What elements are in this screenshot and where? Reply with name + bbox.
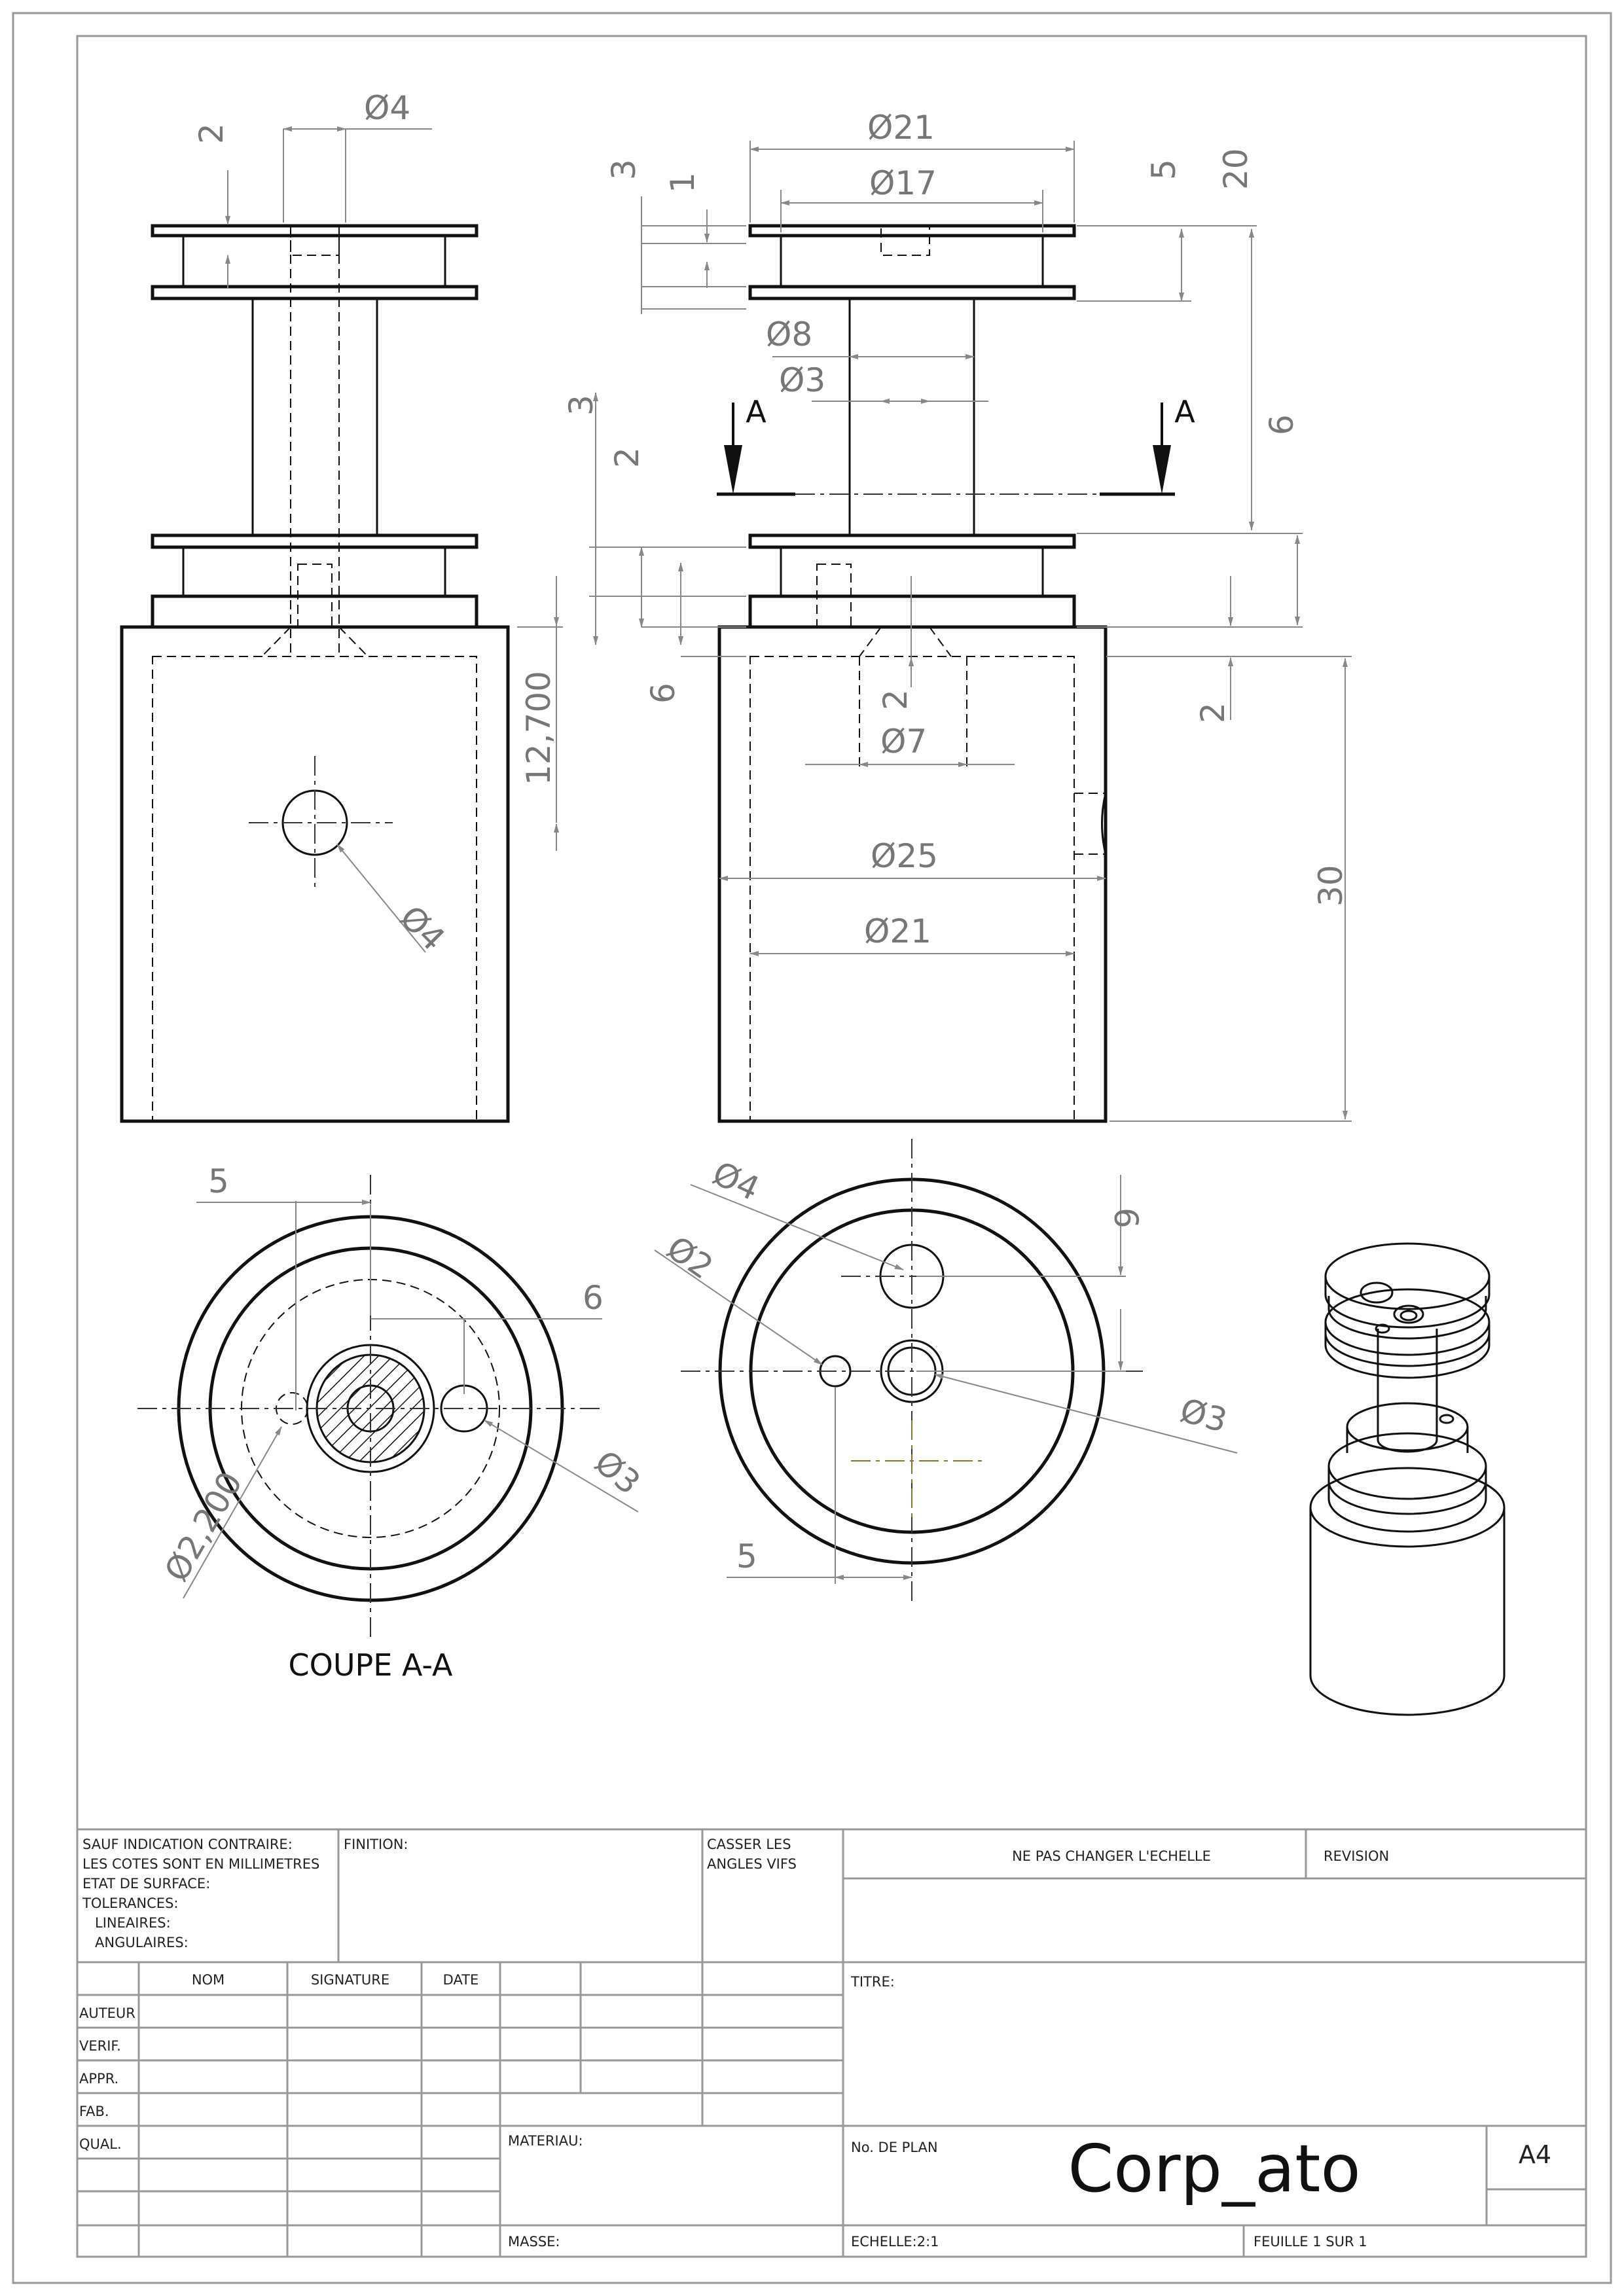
tb-row-verif: VERIF.: [79, 2038, 121, 2054]
section-hatch-line: [332, 1355, 424, 1462]
section-hatch-line: [361, 1355, 424, 1462]
tb-notes-5: LINEAIRES:: [95, 1915, 171, 1931]
section-hatch-line: [317, 1355, 378, 1462]
section-label: COUPE A-A: [289, 1647, 453, 1683]
tb-notes-3: ETAT DE SURFACE:: [82, 1876, 210, 1892]
dim-section-5: 5: [208, 1162, 229, 1200]
tb-echelle: ECHELLE:2:1: [851, 2234, 939, 2250]
bottom-view: [654, 1139, 1238, 1604]
dim-outer-flange-dia: Ø21: [867, 109, 935, 147]
tb-col-signature: SIGNATURE: [311, 1972, 389, 1988]
section-marker-a-left: A: [746, 394, 767, 429]
tb-notes-1: SAUF INDICATION CONTRAIRE:: [82, 1837, 293, 1852]
tb-finition: FINITION:: [344, 1837, 408, 1852]
dim-6-left: 6: [644, 683, 682, 704]
isometric-view: [1309, 1242, 1506, 1716]
front-view-right: [589, 141, 1352, 1123]
dim-bottom-dia3: Ø3: [1176, 1391, 1231, 1440]
tb-scale-warning: NE PAS CHANGER L'ECHELLE: [1012, 1848, 1211, 1864]
tb-notes-4: TOLERANCES:: [82, 1895, 178, 1911]
tb-no-de-plan: No. DE PLAN: [851, 2140, 938, 2155]
tb-row-qual: QUAL.: [79, 2136, 122, 2152]
dim-shaft-dia8: Ø8: [766, 315, 812, 353]
inner-border: [76, 35, 1587, 2258]
section-a-a-view: [137, 1175, 639, 1640]
tb-materiau: MATERIAU:: [508, 2133, 583, 2149]
dim-body-dia25: Ø25: [871, 837, 938, 875]
dim-2-center: 2: [876, 689, 914, 710]
dim-bottom-dia2: Ø2: [660, 1229, 720, 1286]
dim-side-hole-dia: Ø4: [393, 898, 452, 958]
dim-bottom-dia4: Ø4: [707, 1154, 765, 1208]
tb-notes-6: ANGULAIRES:: [95, 1935, 189, 1950]
dim-top-hole-dia: Ø4: [364, 89, 410, 127]
section-hatch-line: [317, 1355, 406, 1462]
tb-col-nom: NOM: [192, 1972, 225, 1988]
dim-section-6: 6: [583, 1279, 604, 1317]
title-block: [76, 1828, 1587, 2258]
tb-titre: TITRE:: [850, 1974, 895, 1990]
section-hatch-line: [317, 1355, 363, 1462]
dim-bottom-6: 6: [1107, 1208, 1145, 1229]
tb-casser-1: CASSER LES: [707, 1837, 791, 1852]
dim-height-20: 20: [1217, 148, 1255, 190]
dim-flange-1: 1: [664, 172, 702, 193]
dim-flange-3: 3: [605, 159, 643, 180]
tb-row-auteur: AUTEUR: [79, 2005, 135, 2021]
tb-notes-2: LES COTES SONT EN MILLIMETRES: [82, 1856, 319, 1872]
front-view-left: [120, 126, 563, 1123]
tb-row-appr: APPR.: [79, 2071, 118, 2087]
dim-2-lower: 2: [608, 447, 646, 468]
dim-recess-dia7: Ø7: [880, 723, 927, 761]
tb-feuille: FEUILLE 1 SUR 1: [1254, 2234, 1367, 2250]
dim-6-right: 6: [1263, 414, 1301, 435]
tb-masse: MASSE:: [508, 2234, 560, 2250]
dim-section-dia2200: Ø2,200: [157, 1465, 249, 1588]
dim-top-2: 2: [192, 123, 230, 144]
tb-revision: REVISION: [1324, 1848, 1389, 1864]
dim-2-right: 2: [1194, 702, 1232, 723]
dim-bore-dia3: Ø3: [779, 361, 825, 399]
dim-body-height-30: 30: [1312, 865, 1350, 906]
tb-col-date: DATE: [443, 1972, 479, 1988]
dim-12700: 12,700: [520, 671, 558, 785]
tb-row-fab: FAB.: [79, 2104, 109, 2119]
outer-border: [12, 12, 1612, 2284]
tb-format: A4: [1519, 2140, 1551, 2169]
dim-section-dia3: Ø3: [587, 1443, 647, 1502]
dim-bottom-5: 5: [736, 1537, 757, 1575]
dim-body-dia21: Ø21: [864, 912, 931, 950]
section-hatch-line: [375, 1355, 424, 1462]
dim-flange-5: 5: [1145, 159, 1183, 180]
section-marker-a-right: A: [1174, 394, 1195, 429]
dim-3-lower: 3: [562, 395, 600, 416]
dim-inner-flange-dia: Ø17: [869, 164, 937, 202]
tb-casser-2: ANGLES VIFS: [707, 1856, 797, 1872]
tb-plan-name: Corp_ato: [1068, 2130, 1360, 2207]
